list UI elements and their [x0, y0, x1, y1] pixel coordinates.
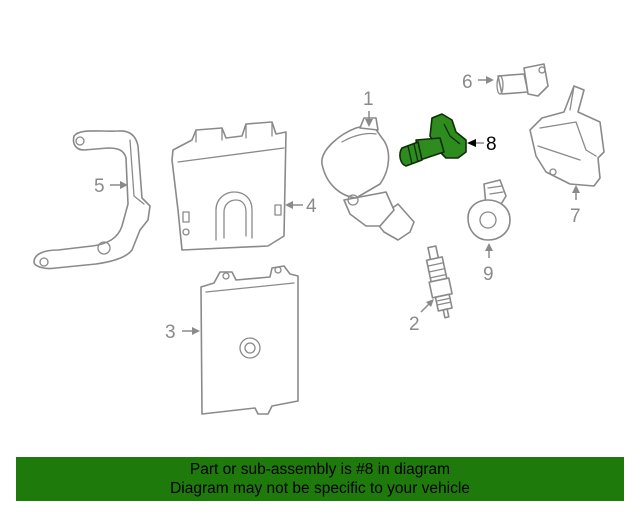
info-banner: Part or sub-assembly is #8 in diagram Di…	[16, 457, 624, 501]
banner-line-disclaimer: Diagram may not be specific to your vehi…	[170, 480, 470, 497]
arrowhead-9	[485, 243, 493, 251]
callout-8[interactable]: 8	[486, 134, 497, 155]
part-9-knock-sensor[interactable]	[467, 179, 511, 241]
callout-1[interactable]: 1	[363, 89, 374, 110]
callout-9[interactable]: 9	[483, 264, 494, 285]
banner-line-part-reference: Part or sub-assembly is #8 in diagram	[189, 461, 451, 478]
arrowhead-6	[486, 76, 494, 84]
arrowhead-3	[192, 327, 200, 335]
arrowhead-2	[426, 299, 434, 307]
leader-2	[420, 303, 430, 313]
callout-3[interactable]: 3	[165, 322, 176, 343]
part-3-ecu[interactable]	[200, 265, 299, 415]
part-1-ignition-coil[interactable]	[321, 117, 415, 241]
callout-5[interactable]: 5	[94, 176, 105, 197]
part-4-ecu-bracket[interactable]	[171, 121, 287, 251]
part-5-bracket[interactable]	[33, 130, 151, 270]
part-7-sensor-bracket[interactable]	[529, 85, 605, 187]
callout-6[interactable]: 6	[462, 72, 473, 93]
arrowhead-4	[285, 201, 293, 209]
arrowhead-1	[365, 119, 373, 127]
callout-2[interactable]: 2	[409, 314, 420, 335]
arrowhead-8	[467, 139, 476, 147]
part-6-sensor[interactable]	[496, 63, 549, 97]
part-8-sensor-highlighted[interactable]	[399, 113, 467, 167]
part-2-spark-plug[interactable]	[422, 245, 457, 320]
arrowhead-7	[572, 185, 580, 193]
callout-4[interactable]: 4	[306, 196, 317, 217]
callout-7[interactable]: 7	[570, 206, 581, 227]
arrowhead-5	[120, 181, 128, 189]
parts-diagram: 5 4 3 1	[33, 63, 605, 415]
